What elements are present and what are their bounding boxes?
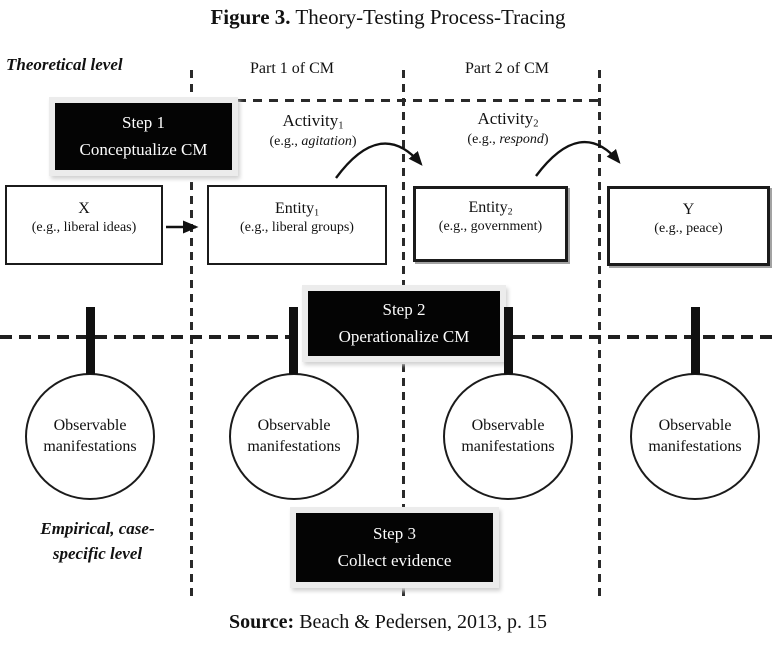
x-box-example: (e.g., liberal ideas) — [31, 220, 137, 236]
pin-connector-3 — [504, 307, 513, 374]
theoretical-level-label: Theoretical level — [6, 55, 123, 74]
activity2-label: Activity2 (e.g., respond) — [428, 109, 588, 148]
y-box: Y (e.g., peace) — [607, 186, 770, 266]
source-text: Beach & Pedersen, 2013, p. 15 — [299, 611, 547, 633]
observable-circle-4: Observable manifestations — [630, 373, 760, 500]
step1-box: Step 1 Conceptualize CM — [49, 97, 238, 176]
y-box-name: Y — [682, 200, 695, 218]
step3-line1: Step 3 — [373, 524, 416, 544]
pin-connector-1 — [86, 307, 95, 374]
activity1-label: Activity1 (e.g., agitation) — [233, 111, 393, 150]
dashed-line-horizontal-top — [237, 99, 600, 102]
activity1-name: Activity1 — [282, 111, 344, 132]
entity2-box: Entity2 (e.g., government) — [413, 186, 568, 262]
step1-line2: Conceptualize CM — [79, 139, 208, 159]
step2-line2: Operationalize CM — [338, 326, 470, 346]
step3-box: Step 3 Collect evidence — [290, 507, 499, 588]
figure-title-text: Theory-Testing Process-Tracing — [295, 5, 566, 29]
source-label: Source: — [229, 611, 295, 633]
figure-number: Figure 3. — [210, 5, 291, 29]
entity2-box-example: (e.g., government) — [438, 219, 543, 235]
x-box-name: X — [78, 199, 90, 217]
source-caption: Source: Beach & Pedersen, 2013, p. 15 — [0, 611, 776, 634]
entity1-box-example: (e.g., liberal groups) — [240, 220, 354, 236]
observable-circle-2: Observable manifestations — [229, 373, 359, 500]
step3-line2: Collect evidence — [337, 550, 452, 570]
y-box-example: (e.g., peace) — [654, 221, 723, 237]
pin-connector-2 — [289, 307, 298, 374]
activity2-example: (e.g., respond) — [467, 131, 549, 147]
figure-caption: Figure 3. Theory-Testing Process-Tracing — [0, 5, 776, 30]
step1-line1: Step 1 — [122, 113, 165, 133]
observable-circle-1: Observable manifestations — [25, 373, 155, 500]
empirical-level-label: Empirical, case- specific level — [40, 519, 155, 563]
activity1-example: (e.g., agitation) — [269, 133, 357, 149]
entity2-box-name: Entity2 — [468, 198, 513, 218]
observable-circle-3: Observable manifestations — [443, 373, 573, 500]
part1-label: Part 1 of CM — [250, 60, 334, 77]
entity1-box-name: Entity1 — [274, 199, 320, 219]
activity2-name: Activity2 — [477, 109, 539, 130]
pin-connector-4 — [691, 307, 700, 374]
step2-line1: Step 2 — [382, 300, 426, 320]
entity1-box: Entity1 (e.g., liberal groups) — [207, 185, 387, 265]
part2-label: Part 2 of CM — [465, 60, 549, 77]
x-box: X (e.g., liberal ideas) — [5, 185, 163, 265]
step2-box: Step 2 Operationalize CM — [302, 285, 506, 362]
